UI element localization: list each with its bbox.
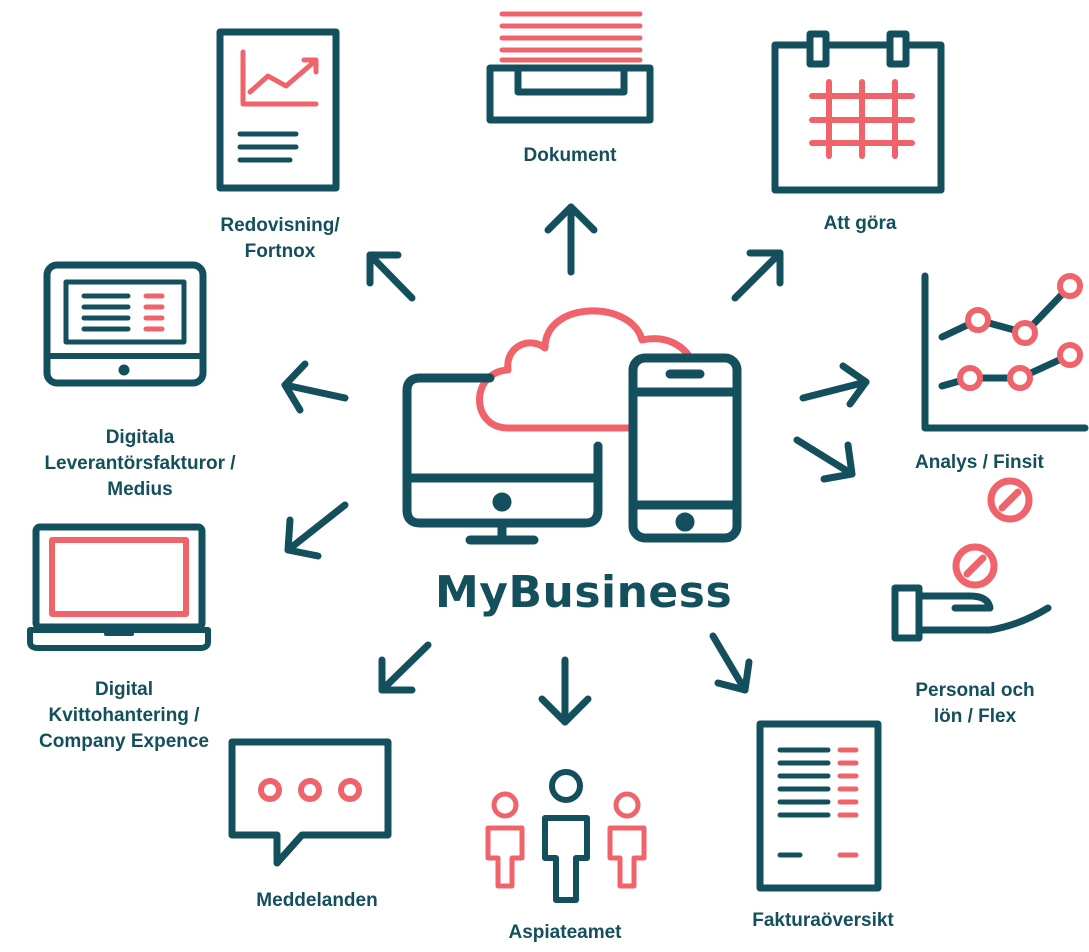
cloud-devices-icon <box>402 307 742 545</box>
label-aspiateamet: Aspiateamet <box>508 922 622 943</box>
arrows <box>281 203 870 726</box>
monitor-list-icon <box>43 261 207 387</box>
label-leverantor: Digitala Leverantörsfakturor / Medius <box>44 427 236 500</box>
arrow-down-left <box>378 641 432 694</box>
label-att-gora: Att göra <box>823 213 897 234</box>
line-chart-icon <box>921 272 1089 432</box>
arrow-down <box>538 656 592 726</box>
label-personal: Personal och lön / Flex <box>915 680 1035 727</box>
arrow-right-up <box>799 362 870 408</box>
report-chart-icon <box>216 28 340 192</box>
label-meddelanden: Meddelanden <box>256 890 378 911</box>
laptop-icon <box>27 523 211 651</box>
invoice-icon <box>756 720 882 892</box>
team-icon <box>485 769 647 903</box>
arrow-down-right <box>793 436 856 483</box>
chat-bubble-icon <box>228 738 392 867</box>
hand-coins-icon <box>891 477 1052 642</box>
label-analys: Analys / Finsit <box>915 452 1044 473</box>
arrow-left-down <box>284 501 349 560</box>
desktop-monitor-icon <box>402 373 603 545</box>
label-kvitto: Digital Kvittohantering / Company Expenc… <box>39 679 209 752</box>
arrow-up-right <box>731 249 784 302</box>
document-tray-icon <box>486 11 654 124</box>
arrow-up <box>544 203 598 276</box>
arrow-up-left <box>366 251 416 302</box>
calendar-icon <box>771 30 945 194</box>
center-title: MyBusiness <box>435 567 733 618</box>
label-redovisning: Redovisning/ Fortnox <box>220 215 340 262</box>
arrow-down-right-steep <box>709 632 753 694</box>
smartphone-icon <box>628 353 742 543</box>
label-faktura: Fakturaöversikt <box>752 910 894 931</box>
label-dokument: Dokument <box>523 145 617 166</box>
arrow-left <box>281 360 349 414</box>
